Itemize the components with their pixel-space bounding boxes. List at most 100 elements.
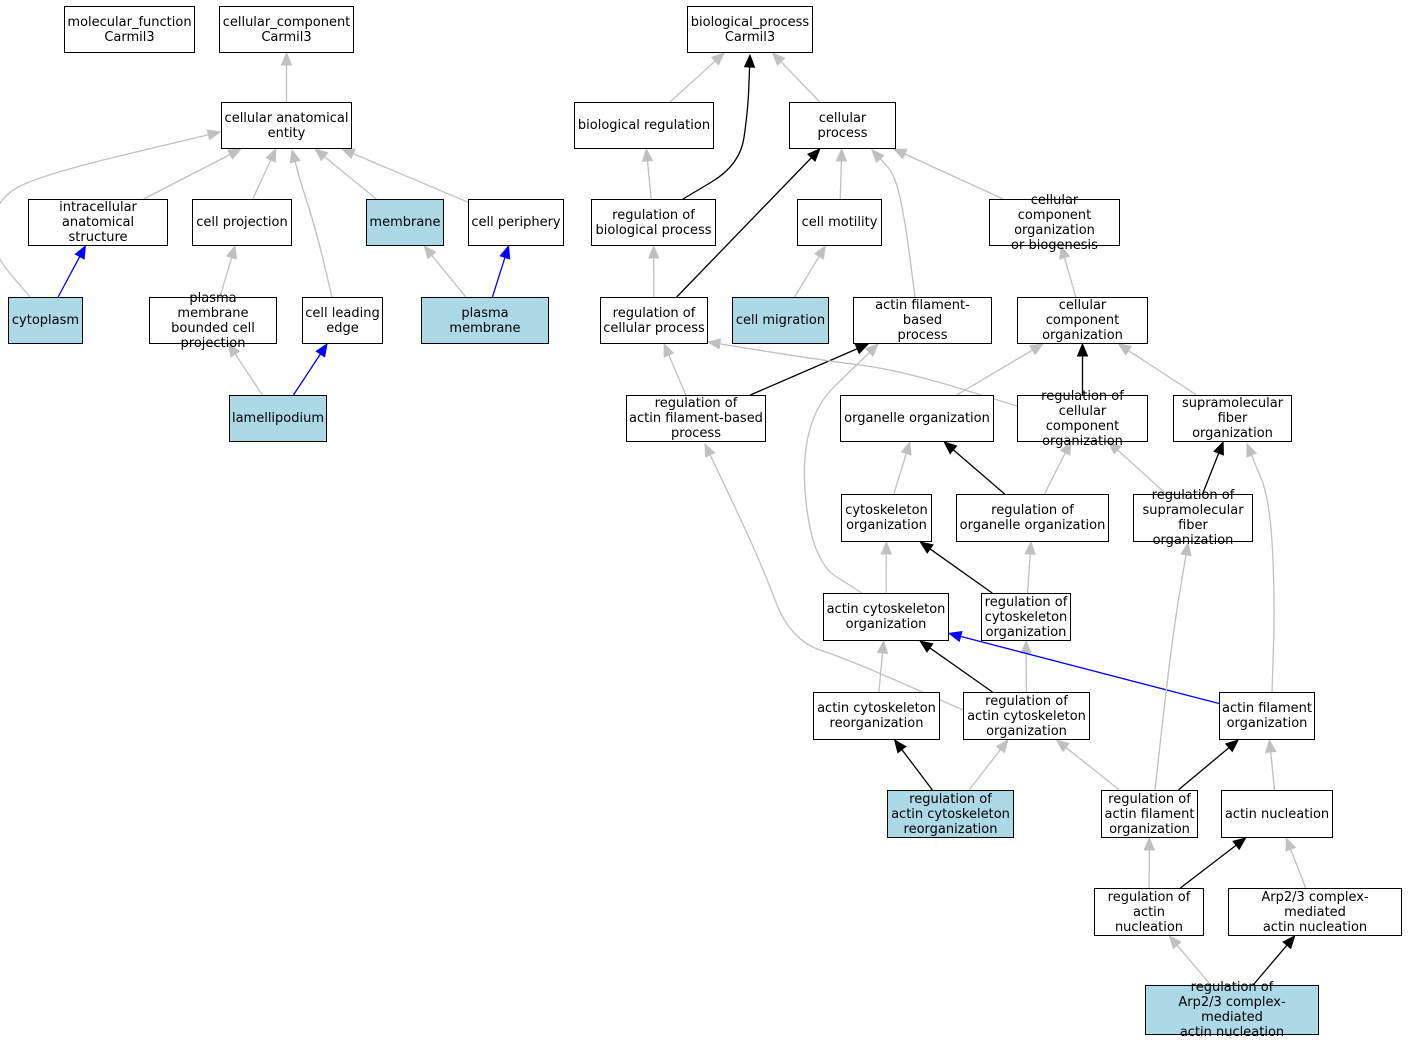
edge-arrowhead [865, 343, 879, 357]
term-node-rsfo[interactable]: regulation of supramolecular fiber organ… [1133, 488, 1253, 548]
term-node-breg[interactable]: biological regulation [574, 102, 714, 149]
edge-arrowhead [919, 541, 934, 554]
edge-arrowhead [74, 244, 87, 260]
edge-cco-to-ccob [1059, 244, 1077, 298]
edge-an-to-afo [1264, 738, 1277, 791]
edge-lam-to-pmbcp [227, 342, 263, 396]
term-node-rcso[interactable]: regulation of cytoskeleton organization [981, 593, 1071, 641]
term-node-cso[interactable]: cytoskeleton organization [841, 494, 932, 542]
term-node-roo[interactable]: regulation of organelle organization [956, 494, 1109, 542]
term-node-ias[interactable]: intracellular anatomical structure [28, 199, 168, 246]
edge-pm-to-memb [423, 244, 467, 298]
term-node-an[interactable]: actin nucleation [1221, 790, 1333, 838]
term-node-cae[interactable]: cellular anatomical entity [221, 102, 352, 149]
edge-cle-to-cae [289, 148, 333, 298]
term-node-rarp[interactable]: regulation of Arp2/3 complex-mediated ac… [1145, 980, 1319, 1040]
edge-arrowhead [893, 738, 907, 754]
edge-lam-to-cle [292, 342, 328, 396]
edge-arrowhead [315, 342, 328, 358]
term-node-rcp[interactable]: regulation of cellular process [600, 297, 708, 344]
term-node-cproc[interactable]: cellular process [789, 102, 896, 149]
edge-rarp-to-arp [1252, 935, 1296, 986]
edge-rafo-to-afo [1177, 739, 1240, 791]
term-node-oo[interactable]: organelle organization [840, 395, 994, 442]
term-node-afo[interactable]: actin filament organization [1219, 692, 1315, 740]
edge-cso-to-oo [893, 440, 912, 495]
term-node-cc[interactable]: cellular_component Carmil3 [219, 6, 354, 53]
edge-arrowhead [641, 147, 654, 163]
term-node-cproj[interactable]: cell projection [192, 199, 292, 246]
edge-arrowhead [1024, 540, 1036, 555]
edge-afbp-to-cproc [871, 149, 916, 298]
edge-line [878, 652, 884, 693]
edge-arrowhead [227, 148, 242, 160]
term-node-arp[interactable]: Arp2/3 complex-mediated actin nucleation [1228, 888, 1402, 936]
term-node-pm[interactable]: plasma membrane [421, 297, 549, 344]
edge-raco-to-aco [918, 640, 993, 693]
edge-line [219, 257, 233, 298]
edge-line [1154, 554, 1187, 791]
term-node-afbp[interactable]: actin filament-based process [853, 297, 992, 344]
term-node-cyto[interactable]: cytoplasm [8, 297, 83, 344]
edge-arrowhead [1232, 837, 1247, 851]
term-node-ran[interactable]: regulation of actin nucleation [1094, 888, 1204, 936]
edge-rcco-to-cco [1076, 342, 1089, 395]
edge-line [143, 153, 231, 200]
edge-arrowhead [771, 52, 786, 66]
edge-line [1179, 844, 1237, 889]
edge-line [1063, 257, 1077, 298]
term-node-cle[interactable]: cell leading edge [302, 297, 383, 344]
edge-line [901, 749, 933, 791]
term-node-pmbcp[interactable]: plasma membrane bounded cell projection [149, 291, 277, 351]
term-node-sfo[interactable]: supramolecular fiber organization [1173, 395, 1292, 442]
edge-line [1250, 454, 1275, 693]
edge-arrowhead [943, 441, 958, 455]
term-node-cmig[interactable]: cell migration [732, 297, 829, 344]
edge-raco-to-rafbp [704, 442, 964, 711]
edge-cperi-to-cae [340, 148, 469, 203]
edge-line [1128, 350, 1197, 396]
edge-rcp-to-cproc [676, 148, 821, 298]
edge-arrowhead [743, 53, 756, 68]
term-node-cmot[interactable]: cell motility [797, 199, 882, 246]
edge-line [669, 60, 716, 103]
term-node-bp[interactable]: biological_process Carmil3 [687, 6, 813, 53]
edge-cproj-to-cae [252, 147, 277, 200]
edge-line [1026, 553, 1031, 594]
edge-line [879, 158, 916, 298]
term-node-aco[interactable]: actin cytoskeleton organization [823, 593, 949, 641]
term-node-lam[interactable]: lamellipodium [229, 395, 327, 442]
term-node-racr[interactable]: regulation of actin cytoskeleton reorgan… [887, 790, 1014, 838]
edge-line [431, 254, 467, 298]
edge-cyto-to-ias [57, 244, 87, 298]
term-node-memb[interactable]: membrane [366, 199, 444, 246]
term-node-raco[interactable]: regulation of actin cytoskeleton organiz… [963, 692, 1090, 740]
edge-ias-to-cae [143, 148, 242, 200]
edge-arp-to-an [1285, 836, 1307, 889]
term-node-cco[interactable]: cellular component organization [1017, 297, 1148, 344]
term-node-acr[interactable]: actin cytoskeleton reorganization [813, 692, 940, 740]
edge-rsfo-to-sfo [1201, 440, 1224, 495]
term-node-cperi[interactable]: cell periphery [468, 199, 564, 246]
term-node-ccob[interactable]: cellular component organization or bioge… [989, 193, 1120, 253]
edge-line [0, 134, 209, 298]
edge-arrowhead [1143, 836, 1156, 851]
edge-arrowhead [835, 147, 848, 162]
edge-line [929, 647, 993, 693]
term-node-mf[interactable]: molecular_function Carmil3 [64, 6, 195, 53]
edge-rcso-to-cso [919, 541, 993, 594]
edge-rafo-to-rsfo [1154, 541, 1192, 791]
term-node-rafbp[interactable]: regulation of actin filament-based proce… [626, 395, 766, 442]
edge-arrowhead [1180, 541, 1192, 557]
term-node-rbp[interactable]: regulation of biological process [591, 199, 716, 246]
edge-arrowhead [1246, 442, 1258, 458]
edge-line [491, 257, 506, 298]
edge-rafbp-to-rcp [663, 342, 687, 396]
edge-line [794, 255, 820, 298]
term-node-rcco[interactable]: regulation of cellular component organiz… [1017, 389, 1148, 449]
edge-line [904, 153, 1004, 200]
term-node-rafo[interactable]: regulation of actin filament organizatio… [1101, 790, 1198, 838]
edge-rbp-to-bp [682, 53, 756, 200]
edge-arrowhead [947, 630, 963, 643]
